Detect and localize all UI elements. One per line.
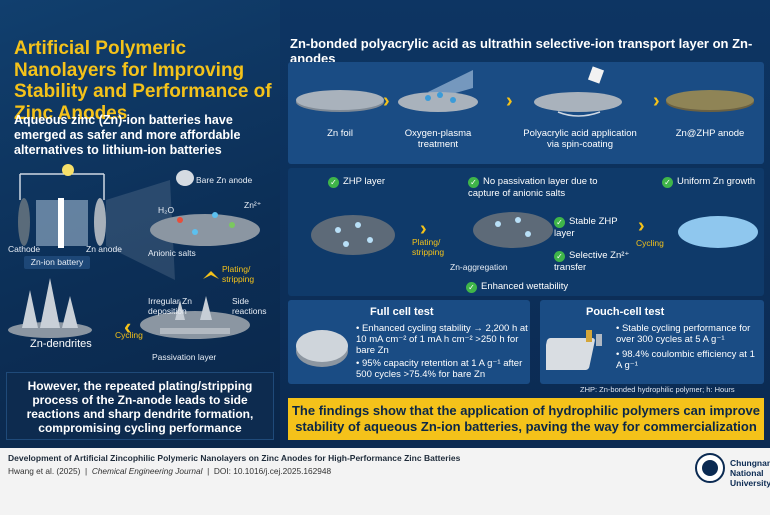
pouch-bullet-1: • Stable cycling performance for over 30… <box>616 323 751 345</box>
step-zn-zhp: Zn@ZHP anode <box>675 128 745 139</box>
university-name: Chungnam National University <box>730 458 770 488</box>
zn-ion-battery-label: Zn-ion battery <box>24 256 90 269</box>
zn2-label: Zn²⁺ <box>244 200 262 210</box>
pouch-bullet-2: • 98.4% coulombic efficiency at 1 A g⁻¹ <box>616 349 755 371</box>
problem-statement: However, the repeated plating/stripping … <box>6 372 274 440</box>
zn-dendrites-label: Zn-dendrites <box>30 338 92 350</box>
check-icon: ✓ <box>328 177 339 188</box>
check-icon: ✓ <box>554 217 565 228</box>
check-icon: ✓ <box>554 251 565 262</box>
footer-doi[interactable]: DOI: 10.1016/j.cej.2025.162948 <box>213 466 332 476</box>
svg-text:›: › <box>383 90 390 112</box>
check-stable: ✓Stable ZHP layer <box>554 216 618 239</box>
pouch-cell-icon <box>546 330 602 370</box>
intro-text: Aqueous zinc (Zn)-ion batteries have eme… <box>14 113 241 157</box>
full-cell-title: Full cell test <box>370 306 434 318</box>
step-oxygen-plasma: Oxygen-plasma treatment <box>404 128 472 150</box>
svg-text:›: › <box>638 215 645 237</box>
svg-text:›: › <box>420 218 427 240</box>
full-cell-bullet-2: • 95% capacity retention at 1 A g⁻¹ afte… <box>356 358 523 380</box>
cycling-label: Cycling <box>115 330 143 340</box>
check-wettability: ✓Enhanced wettability <box>466 281 568 293</box>
anionic-salts-label: Anionic salts <box>148 248 196 258</box>
step-paa: Polyacrylic acid application via spin-co… <box>523 128 637 150</box>
full-cell-bullet-1: • Enhanced cycling stability → 2,200 h a… <box>356 323 528 356</box>
abbreviation-note: ZHP: Zn-bonded hydrophilic polymer; h: H… <box>580 385 735 394</box>
right-plating-label: Plating/ stripping <box>412 237 445 257</box>
step-zn-foil: Zn foil <box>327 128 353 139</box>
university-seal-icon <box>695 453 725 483</box>
right-cycling-label: Cycling <box>636 238 664 248</box>
svg-text:›: › <box>506 90 513 112</box>
cathode-label: Cathode <box>8 244 41 254</box>
h2o-label: H₂O <box>158 205 175 215</box>
side-reactions-label: Side reactions <box>232 296 267 316</box>
findings-banner: The findings show that the application o… <box>288 398 764 440</box>
coin-cell-icon <box>296 330 348 367</box>
beaker-icon <box>587 66 605 84</box>
check-selective: ✓Selective Zn²⁺ transfer <box>554 250 630 273</box>
pouch-cell-title: Pouch-cell test <box>586 306 665 318</box>
footer-title: Development of Artificial Zincophilic Po… <box>8 453 461 463</box>
passivation-label: Passivation layer <box>152 352 217 362</box>
process-illustration: › › › <box>296 66 754 117</box>
footer-authors: Hwang et al. (2025) <box>8 466 81 476</box>
plating-label: Plating/ stripping <box>222 264 255 284</box>
main-title: Artificial Polymeric Nanolayers for Impr… <box>14 38 272 124</box>
bare-zn-anode-icon <box>176 170 194 186</box>
check-icon: ✓ <box>466 282 477 293</box>
zn-anode-label: Zn anode <box>86 244 122 254</box>
footer-citation: Hwang et al. (2025) | Chemical Engineeri… <box>8 466 332 476</box>
svg-text:‹: ‹ <box>124 314 131 339</box>
left-illustration: ‹ <box>8 164 260 339</box>
check-icon: ✓ <box>468 177 479 188</box>
bulb-icon <box>62 164 74 176</box>
check-icon: ✓ <box>662 177 673 188</box>
svg-text:›: › <box>653 90 660 112</box>
bare-zn-label: Bare Zn anode <box>196 175 253 185</box>
irregular-label: Irregular Zn deposition <box>148 296 192 316</box>
process-panel <box>288 62 764 164</box>
check-zhp-layer: ✓ZHP layer <box>328 176 385 188</box>
zn-aggregation-label: Zn-aggregation <box>450 262 508 272</box>
mechanism-illustration: › › <box>311 212 758 255</box>
check-uniform: ✓Uniform Zn growth <box>662 176 755 188</box>
check-no-passivation: ✓No passivation layer due to capture of … <box>468 176 598 199</box>
footer-journal: Chemical Engineering Journal <box>91 466 203 476</box>
footer <box>0 448 770 515</box>
